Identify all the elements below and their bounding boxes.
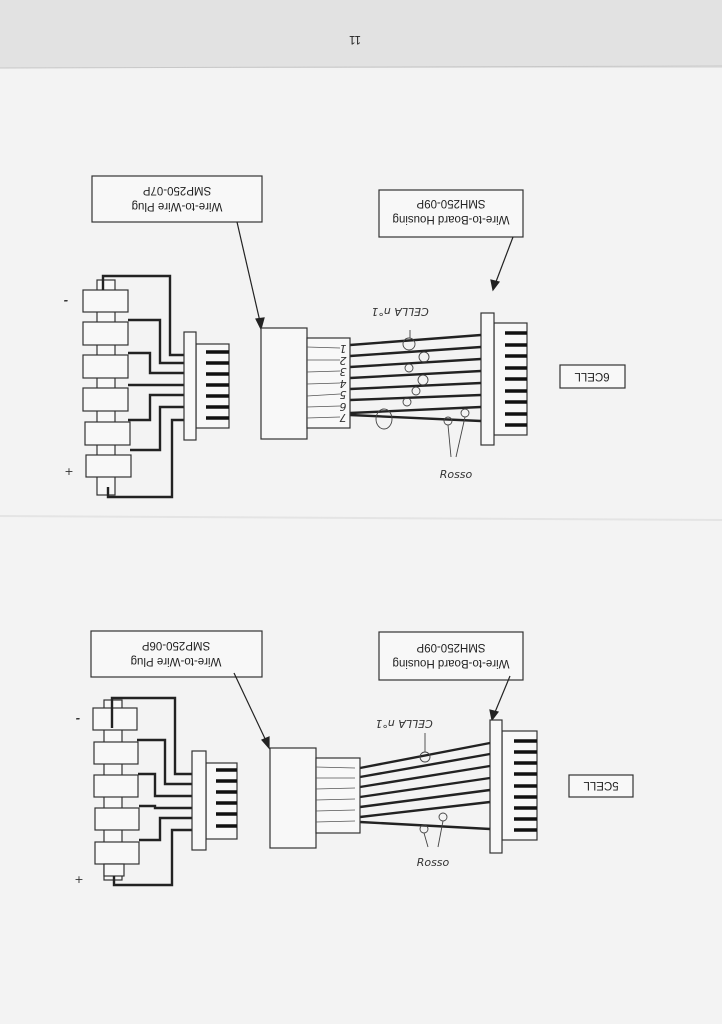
svg-text:2: 2: [340, 354, 347, 367]
cell-stack: [82, 279, 132, 496]
board-housing-connector: [480, 312, 528, 446]
housing-label-line1: Wire-to-Board Housing: [393, 657, 510, 669]
housing-label-line2: SMH250-09P: [416, 641, 485, 653]
housing-label-line1: Wire-to-Board Housing: [393, 213, 510, 225]
hand-circles: [375, 330, 470, 458]
balance-connector: [191, 750, 238, 851]
minus-mark: -: [76, 712, 81, 725]
svg-text:6: 6: [340, 400, 347, 413]
header-band: [0, 0, 722, 68]
svg-text:7: 7: [340, 411, 347, 424]
header-edge: [0, 65, 722, 69]
housing-label-box: Wire-to-Board Housing SMH250-09P: [378, 189, 524, 238]
title-box: [559, 364, 626, 389]
page-number: 11: [349, 33, 361, 45]
plug-label-line2: SMP250-06P: [141, 639, 210, 651]
minus-mark: -: [64, 294, 69, 307]
balance-leads: [101, 274, 184, 499]
svg-text:5: 5: [340, 388, 347, 401]
cell-annotation: CELLA n°1: [371, 305, 428, 318]
diagram-title: 5CELL: [583, 779, 619, 791]
board-housing-connector: [489, 719, 538, 854]
plug-label-box: Wire-to-Wire Plug SMP250-07P: [91, 175, 263, 223]
wire-to-wire-plug: 1 2 3 4 5 6 7: [260, 327, 351, 440]
plug-label-line1: Wire-to-Wire Plug: [131, 655, 222, 667]
svg-text:4: 4: [340, 377, 347, 390]
cell-annotation: CELLA n°1: [375, 717, 432, 730]
red-annotation: Rosso: [440, 468, 473, 481]
housing-label-line2: SMH250-09P: [416, 197, 485, 209]
balance-leads: [110, 696, 192, 887]
plug-label-line1: Wire-to-Wire Plug: [132, 200, 223, 212]
housing-label-box: Wire-to-Board Housing SMH250-09P: [378, 631, 524, 681]
wire-to-wire-plug: [269, 747, 361, 849]
balance-connector: [183, 331, 230, 441]
wire-numbers: 1 2 3 4 5 6 7: [340, 342, 347, 424]
svg-text:3: 3: [340, 365, 347, 378]
diagram-title: 6CELL: [574, 370, 610, 382]
plus-mark: +: [74, 873, 83, 886]
red-annotation: Rosso: [417, 856, 450, 869]
arrows: [233, 672, 511, 750]
wire-bundle: [349, 333, 482, 423]
title-box: [568, 774, 634, 798]
diagram-6cell: 6CELL Wire-to-Wire Plug SMP250-07P Wire-…: [64, 175, 626, 499]
arrows: [236, 221, 514, 331]
svg-text:1: 1: [340, 342, 347, 355]
plug-label-box: Wire-to-Wire Plug SMP250-06P: [90, 630, 263, 678]
plus-mark: +: [64, 465, 73, 478]
hand-circles: [419, 733, 448, 848]
diagram-5cell: 5CELL Wire-to-Wire Plug SMP250-06P Wire-…: [74, 630, 634, 887]
cell-stack: [92, 699, 140, 881]
fold-line: [0, 515, 722, 521]
plug-label-line2: SMP250-07P: [142, 184, 211, 196]
